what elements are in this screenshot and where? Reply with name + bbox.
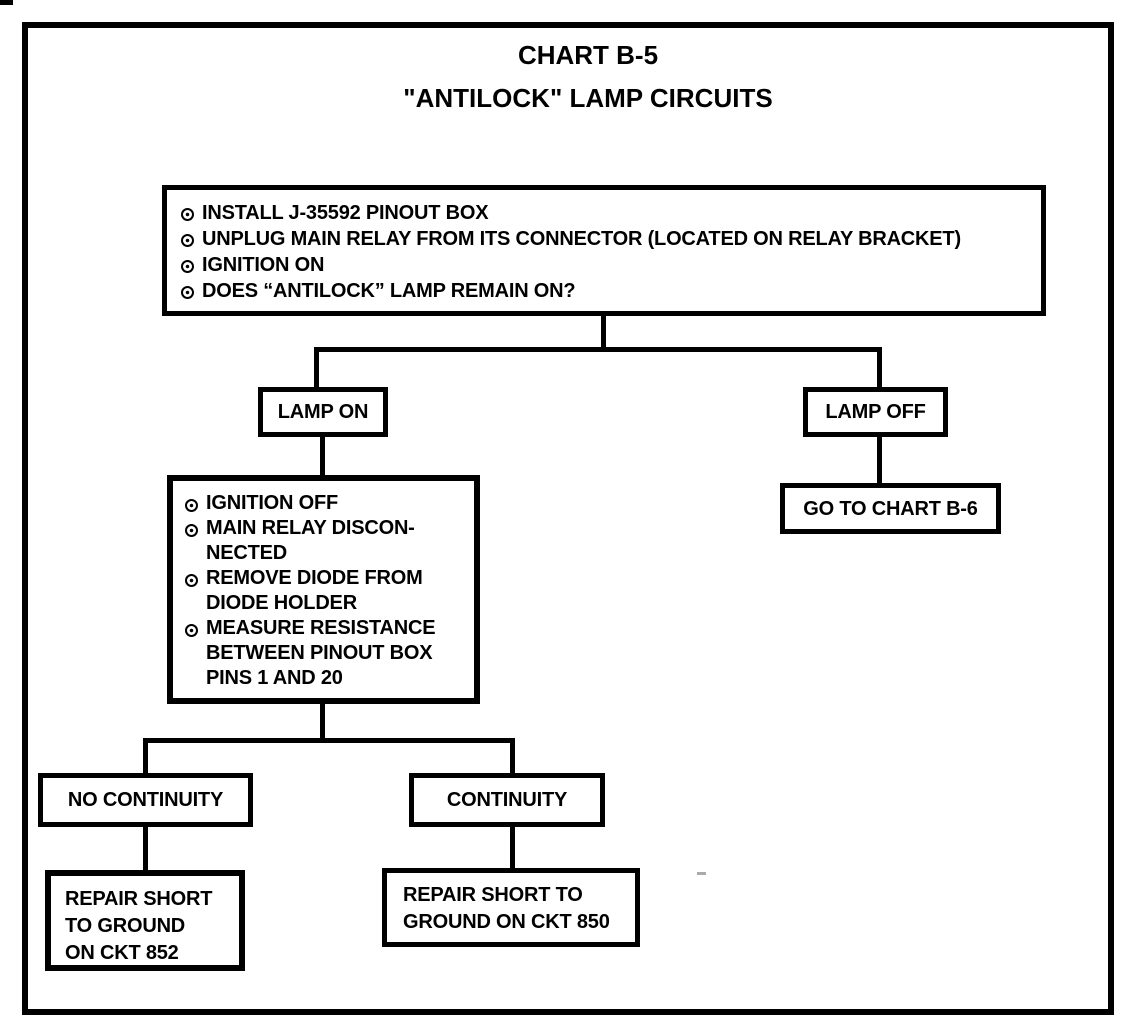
connector-line bbox=[877, 347, 882, 389]
node-lamp-on: LAMP ON bbox=[258, 387, 388, 437]
list-item: REMOVE DIODE FROM DIODE HOLDER bbox=[185, 566, 468, 616]
bullet-icon bbox=[185, 524, 198, 537]
bullet-icon bbox=[185, 624, 198, 637]
bullet-icon bbox=[185, 499, 198, 512]
list-item: MAIN RELAY DISCON- NECTED bbox=[185, 516, 468, 566]
step-text: IGNITION OFF bbox=[206, 492, 339, 514]
list-item: MEASURE RESISTANCE BETWEEN PINOUT BOX PI… bbox=[185, 616, 468, 691]
node-go-to-chart-b6: GO TO CHART B-6 bbox=[780, 483, 1001, 534]
step-text: DOES “ANTILOCK” LAMP REMAIN ON? bbox=[202, 280, 576, 302]
bullet-icon bbox=[181, 260, 194, 273]
step-text: MAIN RELAY DISCON- NECTED bbox=[206, 517, 415, 564]
bullet-icon bbox=[181, 208, 194, 221]
node-lamp-on-procedure: IGNITION OFF MAIN RELAY DISCON- NECTED R… bbox=[167, 475, 480, 704]
node-no-continuity: NO CONTINUITY bbox=[38, 773, 253, 827]
bullet-icon bbox=[181, 234, 194, 247]
step-text: UNPLUG MAIN RELAY FROM ITS CONNECTOR (LO… bbox=[202, 228, 961, 250]
scan-artifact-speck bbox=[697, 872, 706, 875]
step-text: MEASURE RESISTANCE BETWEEN PINOUT BOX PI… bbox=[206, 617, 436, 689]
list-item: IGNITION ON bbox=[181, 252, 1033, 278]
chart-header: CHART B-5 "ANTILOCK" LAMP CIRCUITS bbox=[40, 40, 1136, 114]
connector-line bbox=[510, 825, 515, 870]
list-item: INSTALL J-35592 PINOUT BOX bbox=[181, 200, 1033, 226]
list-item: DOES “ANTILOCK” LAMP REMAIN ON? bbox=[181, 278, 1033, 304]
step-text: IGNITION ON bbox=[202, 254, 325, 276]
connector-line bbox=[314, 347, 319, 389]
connector-line bbox=[143, 825, 148, 872]
connector-line bbox=[314, 347, 882, 352]
list-item: UNPLUG MAIN RELAY FROM ITS CONNECTOR (LO… bbox=[181, 226, 1033, 252]
step-text: REMOVE DIODE FROM DIODE HOLDER bbox=[206, 567, 423, 614]
node-label: NO CONTINUITY bbox=[67, 789, 224, 811]
connector-line bbox=[320, 702, 325, 742]
list-item: IGNITION OFF bbox=[185, 491, 468, 516]
bullet-icon bbox=[185, 574, 198, 587]
node-continuity: CONTINUITY bbox=[409, 773, 605, 827]
connector-line bbox=[143, 738, 148, 775]
connector-line bbox=[877, 435, 882, 485]
node-label: LAMP OFF bbox=[825, 401, 926, 423]
node-label: LAMP ON bbox=[277, 401, 369, 423]
chart-title: CHART B-5 bbox=[517, 40, 659, 70]
node-lamp-off: LAMP OFF bbox=[803, 387, 948, 437]
step-list: IGNITION OFF MAIN RELAY DISCON- NECTED R… bbox=[185, 491, 468, 691]
node-label: GO TO CHART B-6 bbox=[803, 497, 978, 520]
step-list: INSTALL J-35592 PINOUT BOX UNPLUG MAIN R… bbox=[181, 200, 1033, 304]
chart-subtitle: "ANTILOCK" LAMP CIRCUITS bbox=[403, 83, 773, 113]
node-repair-ckt-850: REPAIR SHORT TO GROUND ON CKT 850 bbox=[382, 868, 640, 947]
connector-line bbox=[601, 314, 606, 350]
bullet-icon bbox=[181, 286, 194, 299]
node-initial-procedure: INSTALL J-35592 PINOUT BOX UNPLUG MAIN R… bbox=[162, 185, 1046, 316]
node-repair-ckt-852: REPAIR SHORT TO GROUND ON CKT 852 bbox=[45, 870, 245, 971]
connector-line bbox=[320, 435, 325, 477]
connector-line bbox=[510, 738, 515, 775]
scan-artifact-mark bbox=[0, 0, 13, 5]
step-text: INSTALL J-35592 PINOUT BOX bbox=[202, 202, 489, 224]
connector-line bbox=[143, 738, 515, 743]
node-label: CONTINUITY bbox=[446, 789, 568, 811]
chart-border-frame bbox=[22, 22, 1114, 1015]
